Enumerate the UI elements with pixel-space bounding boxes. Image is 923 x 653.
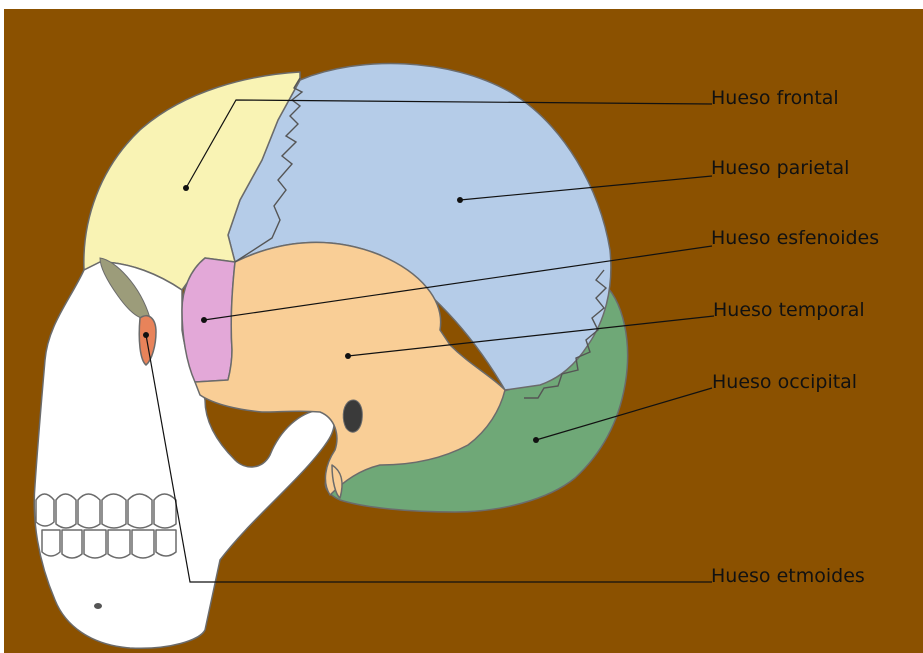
ear-canal xyxy=(343,400,362,432)
marker-occipital xyxy=(533,437,539,443)
label-frontal: Hueso frontal xyxy=(711,87,839,109)
marker-temporal xyxy=(345,353,351,359)
label-temporal: Hueso temporal xyxy=(713,299,865,321)
sphenoid-bone xyxy=(182,258,235,382)
label-ethmoid: Hueso etmoides xyxy=(711,565,865,587)
mental-foramen xyxy=(94,603,102,609)
label-occipital: Hueso occipital xyxy=(712,371,857,393)
marker-sphenoid xyxy=(201,317,207,323)
upper-teeth xyxy=(36,494,176,528)
marker-parietal xyxy=(457,197,463,203)
marker-frontal xyxy=(183,185,189,191)
label-sphenoid: Hueso esfenoides xyxy=(711,227,879,249)
marker-ethmoid xyxy=(143,332,149,338)
label-parietal: Hueso parietal xyxy=(711,157,849,179)
